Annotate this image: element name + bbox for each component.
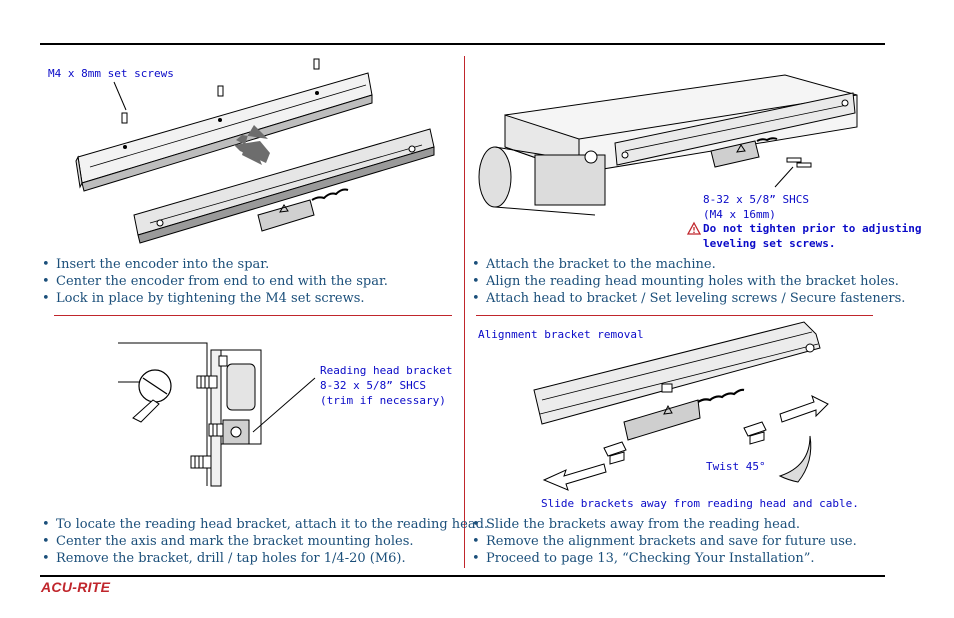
step-item: Center the encoder from end to end with … [40,273,388,290]
step-item: Align the reading head mounting holes wi… [470,273,905,290]
bracket-label: Reading head bracket [320,364,453,377]
set-screws-callout: M4 x 8mm set screws [48,66,174,81]
bracket-section-illustration [118,342,316,487]
brand-logo: ACU-RITE [41,579,111,595]
step-item: Attach head to bracket / Set leveling sc… [470,290,905,307]
horizontal-divider-right [476,315,873,316]
warning-callout: Do not tighten prior to adjusting leveli… [703,221,922,251]
bracket-screw-label: 8-32 x 5/8” SHCS [320,379,426,392]
step-item: Insert the encoder into the spar. [40,256,388,273]
step-item: To locate the reading head bracket, atta… [40,516,488,533]
warning-line: leveling set screws. [703,237,836,250]
reading-head-bracket-callout: Reading head bracket 8-32 x 5/8” SHCS (t… [320,363,452,408]
top-right-steps: Attach the bracket to the machine. Align… [470,256,905,307]
step-item: Proceed to page 13, “Checking Your Insta… [470,550,857,567]
top-left-steps: Insert the encoder into the spar. Center… [40,256,388,307]
bracket-trim-label: (trim if necessary) [320,394,446,407]
shcs-callout: 8-32 x 5/8” SHCS (M4 x 16mm) [703,192,809,222]
step-item: Remove the bracket, drill / tap holes fo… [40,550,488,567]
vertical-divider [464,56,465,568]
step-item: Lock in place by tightening the M4 set s… [40,290,388,307]
slide-caption-label: Slide brackets away from reading head an… [541,497,859,510]
slide-caption: Slide brackets away from reading head an… [541,496,859,511]
alignment-bracket-title: Alignment bracket removal [478,327,644,342]
shcs-metric-label: (M4 x 16mm) [703,208,776,221]
warning-line: Do not tighten prior to adjusting [703,222,922,235]
step-item: Center the axis and mark the bracket mou… [40,533,488,550]
set-screws-label: M4 x 8mm set screws [48,67,174,80]
shcs-size-label: 8-32 x 5/8” SHCS [703,193,809,206]
alignment-title-label: Alignment bracket removal [478,328,644,341]
horizontal-divider-left [54,315,452,316]
bracket-removal-illustration [533,321,829,491]
step-item: Remove the alignment brackets and save f… [470,533,857,550]
encoder-spar-illustration [75,58,435,244]
top-rule [40,43,885,45]
machine-mount-illustration [478,74,858,216]
twist-callout: Twist 45° [706,459,766,474]
bottom-rule [40,575,885,577]
bottom-left-steps: To locate the reading head bracket, atta… [40,516,488,567]
bottom-right-steps: Slide the brackets away from the reading… [470,516,857,567]
step-item: Attach the bracket to the machine. [470,256,905,273]
warning-triangle-icon [686,221,702,235]
step-item: Slide the brackets away from the reading… [470,516,857,533]
twist-label: Twist 45° [706,460,766,473]
